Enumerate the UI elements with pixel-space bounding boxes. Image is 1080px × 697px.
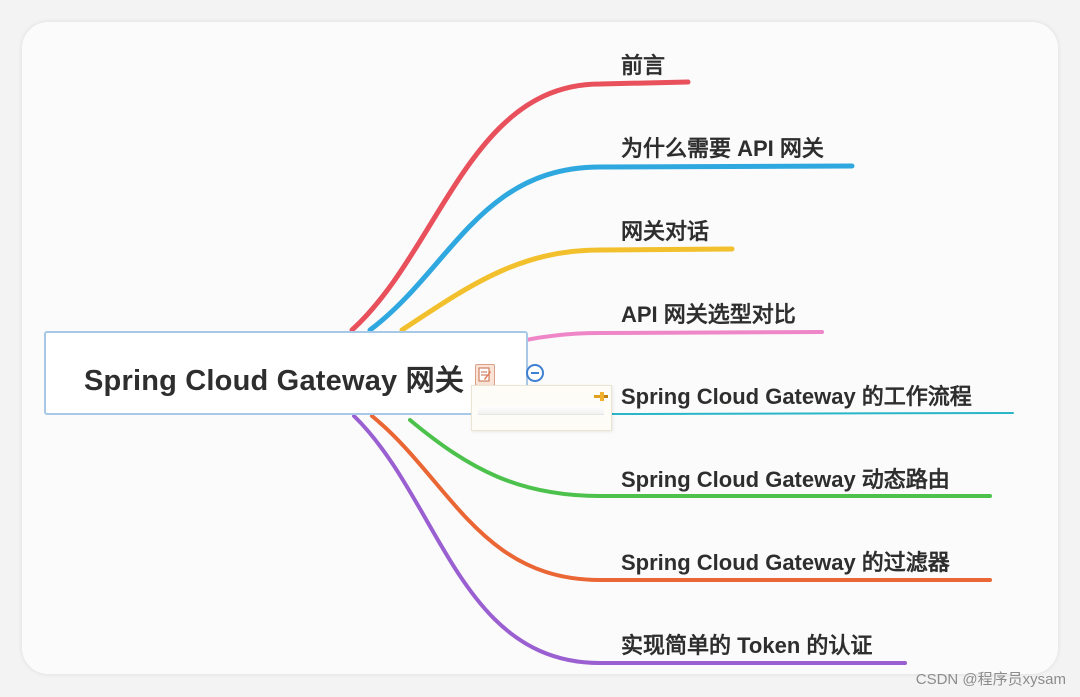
branch-connector-1 [367, 163, 855, 333]
pin-icon[interactable] [594, 392, 608, 402]
branch-connector-6 [370, 414, 992, 582]
branch-label-3[interactable]: API 网关选型对比 [621, 302, 796, 327]
branch-connector-2 [399, 246, 735, 333]
watermark: CSDN @程序员xysam [915, 671, 1066, 688]
branch-label-4[interactable]: Spring Cloud Gateway 的工作流程 [621, 384, 972, 409]
branch-label-2[interactable]: 网关对话 [621, 219, 710, 244]
branch-connector-0 [349, 79, 691, 333]
root-topic-label: Spring Cloud Gateway 网关 [84, 365, 465, 397]
branch-connector-4 [611, 412, 1014, 415]
branch-label-6[interactable]: Spring Cloud Gateway 的过滤器 [621, 550, 950, 575]
branch-label-1[interactable]: 为什么需要 API 网关 [621, 136, 824, 161]
branch-label-5[interactable]: Spring Cloud Gateway 动态路由 [621, 467, 950, 492]
root-topic[interactable]: Spring Cloud Gateway 网关 [44, 331, 528, 415]
note-popup-content [478, 406, 604, 415]
collapse-minus-icon[interactable] [526, 364, 544, 382]
branch-label-7[interactable]: 实现简单的 Token 的认证 [621, 633, 873, 658]
note-popup[interactable] [471, 385, 612, 431]
branch-connector-3 [506, 330, 824, 346]
branch-label-0[interactable]: 前言 [621, 53, 666, 78]
branch-connector-5 [408, 418, 992, 498]
branch-connector-7 [352, 414, 907, 665]
note-edit-icon[interactable] [475, 364, 495, 386]
